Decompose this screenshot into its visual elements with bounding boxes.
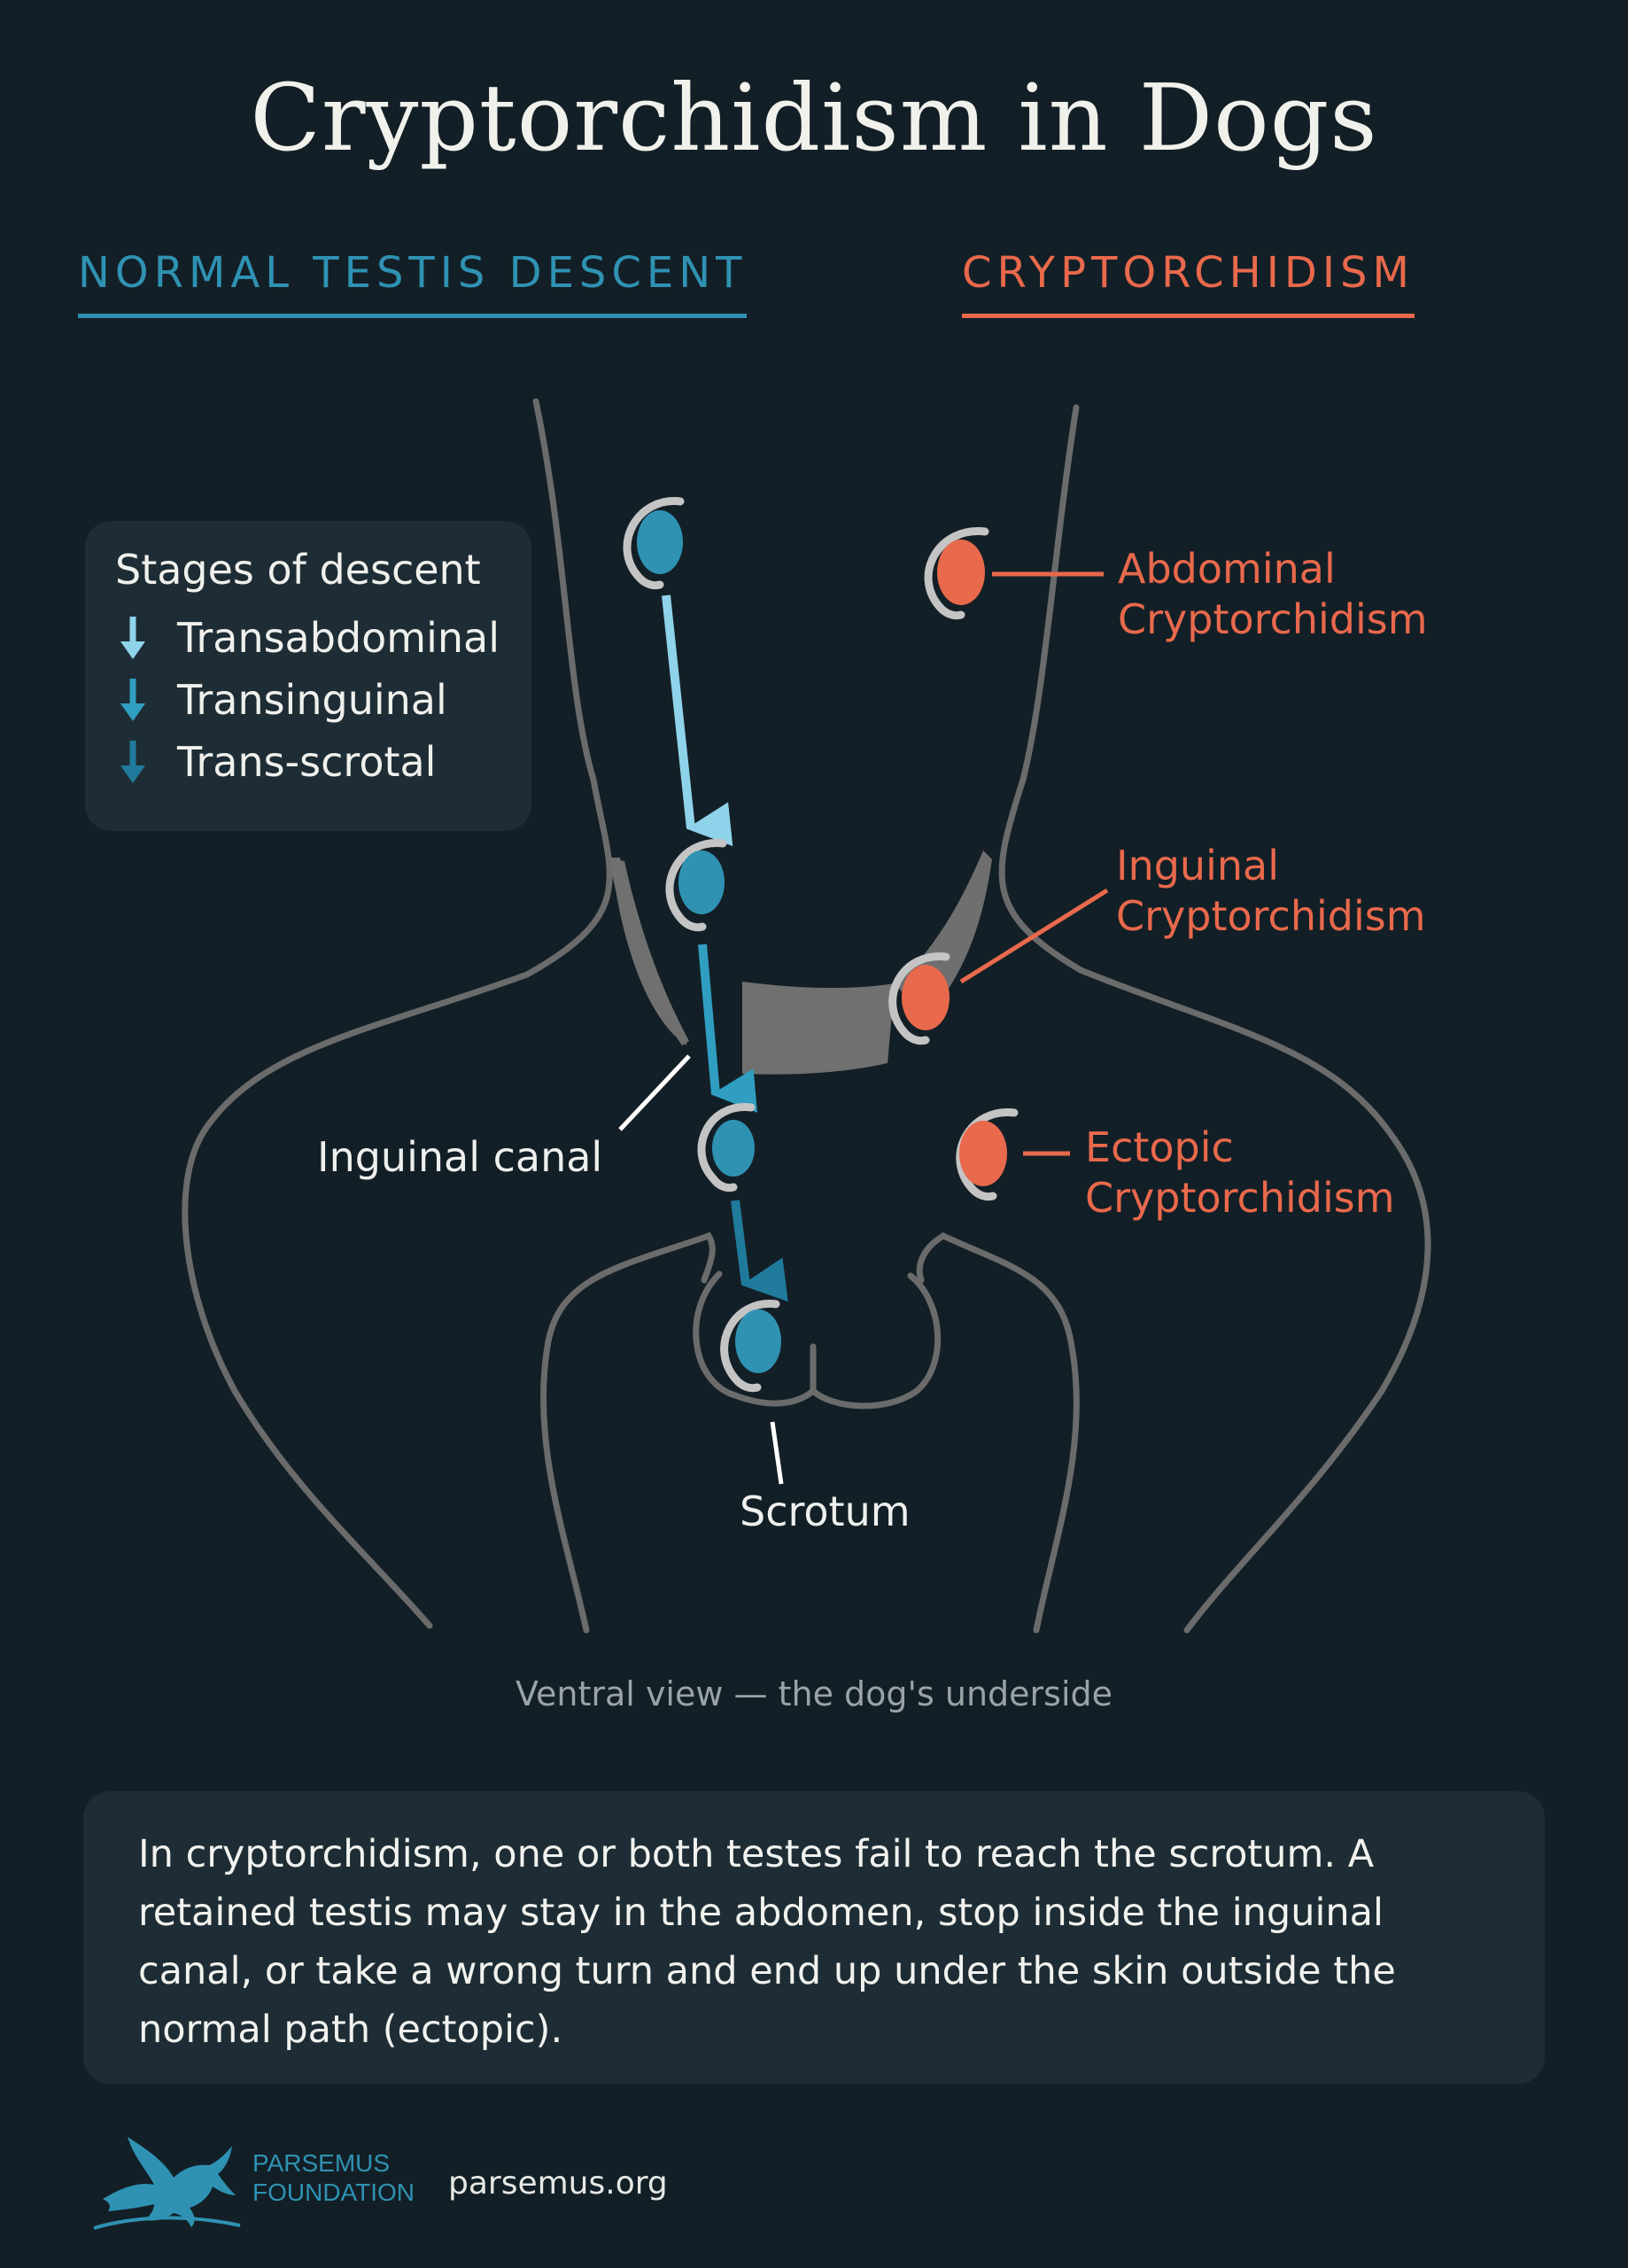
- arrow-down-icon: [120, 741, 145, 783]
- testis-canal-normal: [697, 1103, 756, 1192]
- testis-inguinal-crypto: [888, 952, 950, 1045]
- ectopic-label-line1: Ectopic: [1085, 1123, 1234, 1171]
- ventral-view-diagram: Abdominal Cryptorchidism Inguinal Crypto…: [182, 398, 1431, 1634]
- legend-item-trans-scrotal: Trans-scrotal: [115, 735, 436, 788]
- svg-text:Ectopic Cryptorchidism: Ectopic Cryptorchidism: [1085, 1123, 1395, 1222]
- view-caption: Ventral view — the dog's underside: [515, 1674, 1113, 1713]
- testis-scrotal-normal: [720, 1300, 781, 1393]
- description-box: In cryptorchidism, one or both testes fa…: [83, 1791, 1545, 2084]
- scrotum-leader: [770, 1421, 784, 1485]
- org-name-line1: PARSEMUS: [252, 2149, 391, 2177]
- stages-legend: Stages of descent Transabdominal Transin…: [85, 521, 531, 831]
- legend-item-transinguinal: Transinguinal: [115, 673, 447, 726]
- inguinal-label-line1: Inguinal: [1116, 842, 1279, 889]
- body-outline: [182, 398, 1431, 1634]
- scrotum-label: Scrotum: [740, 1487, 911, 1535]
- legend-item-transabdominal: Transabdominal: [115, 611, 500, 664]
- transabdominal-arrow: [662, 594, 733, 847]
- legend-label: Trans-scrotal: [177, 738, 437, 786]
- abdominal-label-line2: Cryptorchidism: [1118, 595, 1428, 643]
- testis-abdominal-crypto: [924, 527, 989, 620]
- inguinal-canal-leader: [618, 1054, 691, 1131]
- testis-abdominal-normal: [623, 497, 685, 590]
- trans-scrotal-arrow: [731, 1200, 788, 1302]
- legend-label: Transinguinal: [177, 676, 447, 724]
- svg-text:Abdominal Cryptorchidism: Abdominal Cryptorchidism: [1118, 545, 1428, 643]
- legend-title: Stages of descent: [115, 546, 481, 594]
- org-name: PARSEMUS FOUNDATION: [252, 2148, 415, 2207]
- cryptorchidism-heading: CRYPTORCHIDISM: [962, 248, 1415, 318]
- transinguinal-arrow: [698, 944, 758, 1113]
- abdominal-label-line1: Abdominal: [1118, 545, 1336, 593]
- arrow-down-icon: [120, 679, 145, 721]
- normal-descent-heading: NORMAL TESTIS DESCENT: [78, 248, 748, 318]
- inguinal-canal-label: Inguinal canal: [317, 1133, 602, 1181]
- pegasus-logo-icon: [93, 2137, 241, 2230]
- inguinal-leader: [959, 888, 1109, 984]
- page-title: Cryptorchidism in Dogs: [250, 64, 1378, 172]
- inguinal-label-line2: Cryptorchidism: [1116, 892, 1426, 940]
- svg-text:Inguinal Cryptorchidism: Inguinal Cryptorchidism: [1116, 842, 1426, 940]
- org-name-line2: FOUNDATION: [252, 2179, 415, 2206]
- website-link[interactable]: parsemus.org: [448, 2165, 668, 2202]
- description-text: In cryptorchidism, one or both testes fa…: [138, 1832, 1396, 2052]
- legend-label: Transabdominal: [177, 614, 500, 662]
- arrow-down-icon: [120, 617, 145, 659]
- testis-ectopic-crypto: [956, 1108, 1019, 1201]
- ectopic-label-line2: Cryptorchidism: [1085, 1174, 1395, 1222]
- testis-inguinal-normal: [665, 839, 727, 932]
